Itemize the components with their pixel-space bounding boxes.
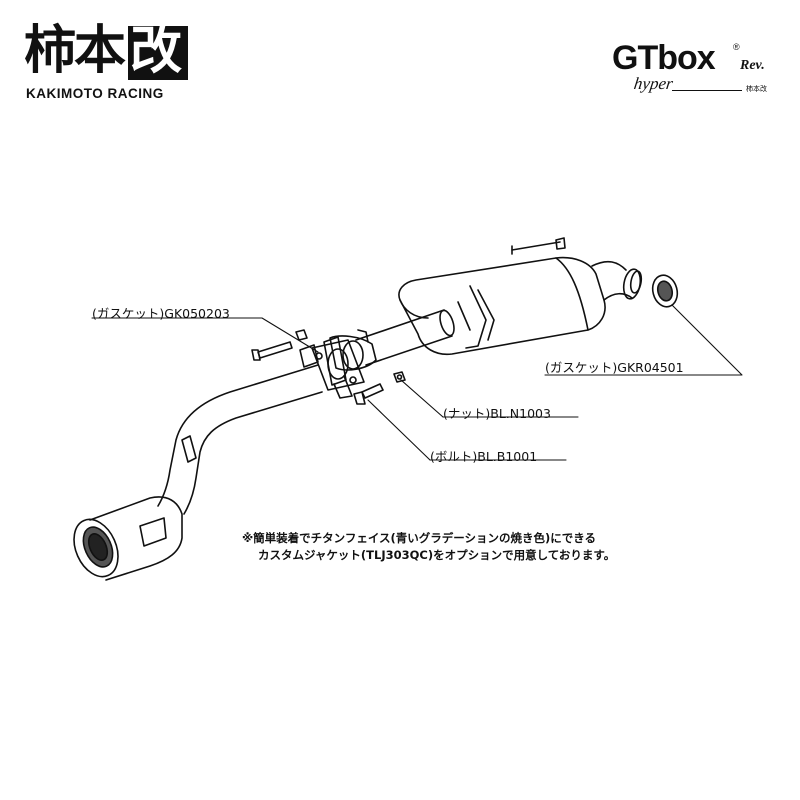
kakimoto-racing-logo: 柿 本 改 KAKIMOTO RACING xyxy=(22,22,192,112)
logo-rev: Rev. xyxy=(740,58,765,73)
mid-pipe xyxy=(355,309,455,366)
logo-registered: ® xyxy=(733,42,740,52)
nut-bottom xyxy=(393,371,406,383)
logo-main: GTbox xyxy=(612,39,716,77)
bolt-top xyxy=(251,341,293,361)
brand-kanji-3: 改 xyxy=(130,20,183,81)
muffler xyxy=(398,237,606,356)
label-bolt: (ボルト)BL.B1001 xyxy=(430,449,538,464)
logo-underline xyxy=(672,90,742,91)
leader-lines xyxy=(91,304,743,461)
front-gasket-part xyxy=(311,339,365,391)
rear-gasket-part xyxy=(651,274,679,308)
bolt-bottom xyxy=(353,383,384,405)
label-gasket-front: (ガスケット)GK050203 xyxy=(92,306,230,321)
tail-pipe xyxy=(73,496,183,581)
note-line-2: カスタムジャケット(TLJ303QC)をオプションで用意しております。 xyxy=(258,548,616,562)
brand-kanji-box xyxy=(128,26,188,80)
nut-top xyxy=(295,329,308,341)
note-line-1: ※簡単装着でチタンフェイス(青いグラデーションの焼き色)にできる xyxy=(242,531,597,545)
front-pipe xyxy=(157,364,323,515)
option-note: ※簡単装着でチタンフェイス(青いグラデーションの焼き色)にできる カスタムジャケ… xyxy=(242,530,615,564)
brand-name: KAKIMOTO RACING xyxy=(26,86,164,101)
label-nut: (ナット)BL.N1003 xyxy=(443,406,551,421)
logo-tiny-mark: 柿本改 xyxy=(746,85,767,93)
brand-kanji-1: 柿 xyxy=(24,20,77,81)
muffler-outlet xyxy=(591,260,643,301)
label-gasket-rear: (ガスケット)GKR04501 xyxy=(545,360,684,375)
gtbox-hyper-logo: GTbox ® Rev. hyper 柿本改 xyxy=(612,38,782,98)
brand-kanji-2: 本 xyxy=(74,20,127,81)
